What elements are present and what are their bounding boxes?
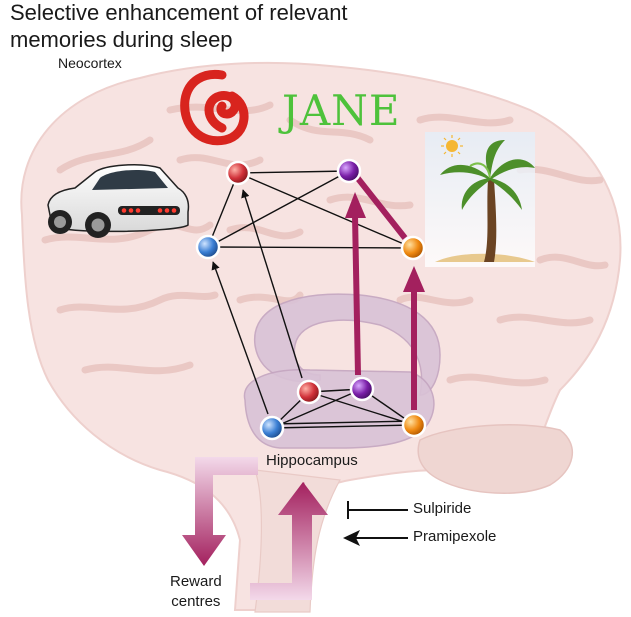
node-orange-neocortex (400, 235, 426, 261)
car-icon (47, 164, 190, 238)
node-purple-neocortex (336, 158, 362, 184)
pramipexole-label: Pramipexole (413, 528, 497, 545)
neocortex-network (207, 170, 414, 249)
sulpiride-label: Sulpiride (413, 500, 472, 517)
spiral-icon (180, 69, 249, 146)
hippocampus-nodes (259, 376, 427, 441)
reward-label-line-1: Reward (170, 573, 222, 590)
sun-icon (446, 140, 458, 152)
node-red-hippocampus (296, 379, 322, 405)
node-orange-hippocampus (401, 412, 427, 438)
title-line-1: Selective enhancement of relevant (10, 0, 348, 25)
neocortex-nodes (195, 158, 426, 261)
title-line-2: memories during sleep (10, 27, 233, 52)
black-projection-arrows (211, 189, 303, 415)
neocortex-label: Neocortex (58, 55, 122, 71)
node-purple-hippocampus (349, 376, 375, 402)
hippocampus-body (243, 369, 435, 449)
cerebellum (417, 424, 574, 494)
node-blue-hippocampus (259, 415, 285, 441)
palm-beach-icon (425, 132, 535, 267)
magenta-projection-arrows (345, 174, 425, 410)
reward-loop (182, 457, 328, 600)
node-red-neocortex (225, 160, 251, 186)
pramipexole-arrow-head (343, 530, 360, 546)
jane-word: JANE (282, 86, 401, 135)
palm-trunk (484, 180, 497, 262)
reward-down-arrow (182, 457, 258, 566)
reward-centres-label: Reward centres (170, 572, 222, 612)
reward-label-line-2: centres (171, 593, 221, 610)
drug-arrows (347, 501, 408, 539)
sun-rays (441, 135, 463, 157)
node-blue-neocortex (195, 234, 221, 260)
hippocampus-label: Hippocampus (266, 452, 358, 469)
palm-leaves (440, 140, 535, 210)
